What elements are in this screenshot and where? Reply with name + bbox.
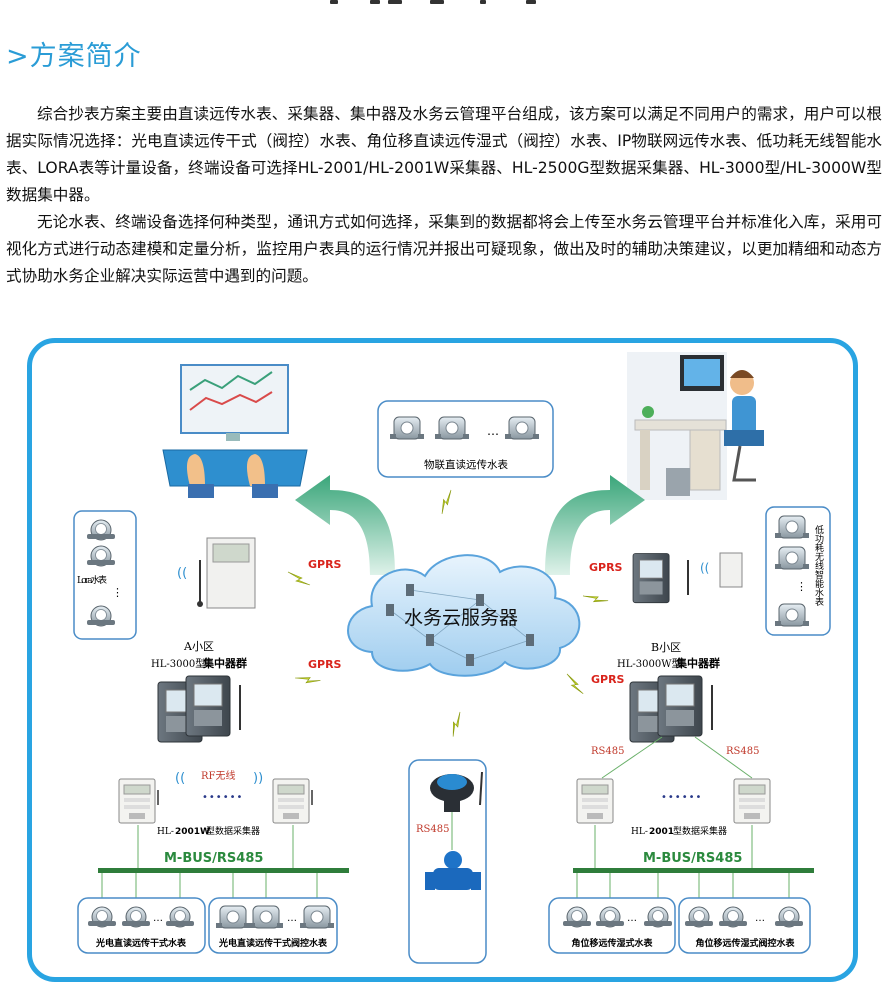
intro-paragraph-1: 综合抄表方案主要由直读远传水表、采集器、集中器及水务云管理平台组成，该方案可以满… [6,105,882,204]
area-a-concentrator-suffix: 集中器群 [202,656,247,670]
area-b-dots: •••••• [661,792,702,803]
lora-gateway-icon: (( [177,537,256,609]
gprs-label-3: GPRS [589,561,623,574]
collector-a-suffix: 型数据采集器 [206,825,260,837]
iot-meters-label: 物联直读远传水表 [424,458,508,471]
svg-text:…: … [627,913,637,924]
section-title: >方案简介 [6,41,142,72]
meter-group-2-label: 光电直读远传干式阀控水表 [218,937,328,949]
gprs-label-2: GPRS [308,658,342,671]
rs485-label-b1: RS485 [591,746,624,757]
area-b-concentrator-icon [629,675,713,743]
svg-text:)): )) [253,771,263,786]
upload-arrow-right [545,475,645,575]
meter-group-3: … 角位移远传湿式水表 [548,897,676,954]
collector-b-suffix: 型数据采集器 [673,825,727,837]
lora-meters-label: Lora水表 [77,574,107,586]
gprs-label-1: GPRS [308,558,342,571]
svg-text:((: (( [177,566,187,581]
iot-meters-group: … 物联直读远传水表 [377,400,554,478]
svg-text:⋮: ⋮ [796,580,807,593]
bus-line-b [573,868,814,873]
bus-label-a: M-BUS/RS485 [164,851,263,866]
lora-meters-group: ⋮ Lora水表 [73,510,137,640]
svg-text:…: … [153,913,163,924]
collector-b-model: 2001 [649,827,674,837]
intro-paragraph-2: 无论水表、终端设备选择何种类型，通讯方式如何选择，采集到的数据都将会上传至水务云… [6,213,882,285]
central-iot-meter-group: RS485 [408,759,487,964]
low-power-meters-group: ⋮ 低功耗无线智能水表 [765,506,831,636]
cloud-label: 水务云服务器 [404,607,518,629]
bus-line-a [98,868,349,873]
bus-label-b: M-BUS/RS485 [643,851,742,866]
rs485-label-center: RS485 [416,824,449,835]
gprs-label-4: GPRS [591,673,625,686]
collector-b-prefix: HL- [631,827,648,837]
meter-group-2: … 光电直读远传干式阀控水表 [208,897,338,954]
area-b-concentrator-prefix: HL-3000W型 [617,657,681,670]
low-power-meters-label: 低功耗无线智能水表 [813,524,824,607]
top-cropped-text-fragment [330,0,540,5]
collector-a-model: 2001W [175,827,210,837]
area-b-name: B小区 [651,641,681,654]
water-cloud-server: 水务云服务器 [347,554,581,677]
meter-group-3-label: 角位移远传湿式水表 [571,937,653,949]
iot-ellipsis: … [487,424,499,438]
meter-group-1-label: 光电直读远传干式水表 [95,937,187,949]
area-a-dots: •••••• [202,792,243,803]
area-a-concentrator-icon [157,675,241,743]
monitoring-computer-icon [162,364,308,498]
svg-text:…: … [755,913,765,924]
right-gateway-icon: (( [632,552,743,604]
meter-group-4-label: 角位移远传湿式阀控水表 [695,937,795,949]
meter-group-4: … 角位移远传湿式阀控水表 [678,897,811,954]
rs485-label-b2: RS485 [726,746,759,757]
svg-text:…: … [287,913,297,924]
area-a-name: A小区 [183,640,214,653]
office-operator-icon [627,352,764,500]
rf-label: RF无线 [201,769,235,782]
svg-text:((: (( [175,771,185,786]
area-a-concentrator-prefix: HL-3000型 [151,657,205,670]
intro-text: 综合抄表方案主要由直读远传水表、采集器、集中器及水务云管理平台组成，该方案可以满… [6,101,882,290]
area-b-concentrator-suffix: 集中器群 [675,656,720,670]
upload-arrow-left [295,475,395,575]
collector-a-prefix: HL- [157,827,174,837]
meter-group-1: … 光电直读远传干式水表 [77,897,206,954]
lora-ellipsis-dots: ⋮ [112,586,123,599]
svg-text:((: (( [700,561,709,575]
